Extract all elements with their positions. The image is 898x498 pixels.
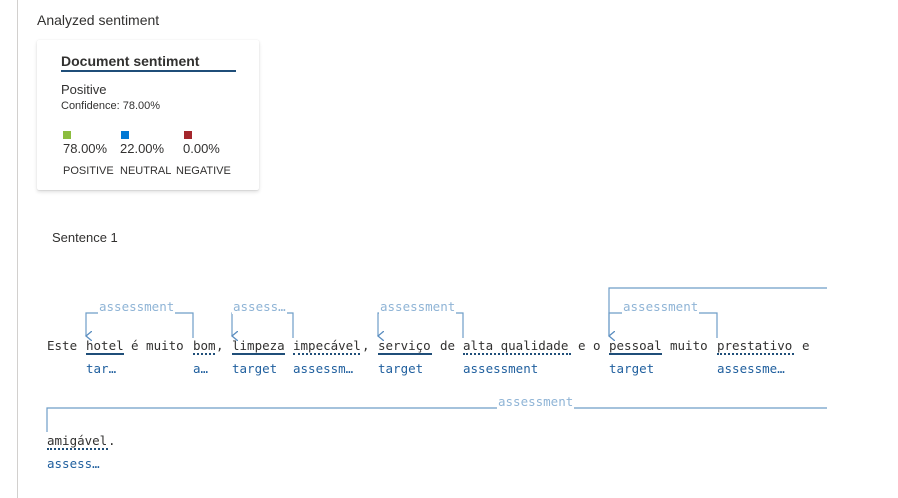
token-limpeza[interactable]: limpeza xyxy=(232,338,285,353)
relation-arc-pessoal-amigavel xyxy=(608,287,827,336)
target-underline-limpeza xyxy=(232,353,285,355)
token-de: de xyxy=(440,338,456,353)
sentiment-label: Positive xyxy=(61,82,107,97)
relation-arc-hotel-bom xyxy=(86,312,194,338)
token-period: . xyxy=(108,433,116,448)
token-amigavel[interactable]: amigável xyxy=(47,433,108,448)
left-divider xyxy=(17,0,18,498)
target-underline-pessoal xyxy=(609,353,662,355)
assessment-underline-bom xyxy=(193,353,215,355)
arc-label-1: assessment xyxy=(98,300,176,314)
token-pessoal[interactable]: pessoal xyxy=(609,338,662,353)
token-hotel[interactable]: hotel xyxy=(86,338,124,353)
confidence-text: Confidence: 78.00% xyxy=(61,100,161,112)
card-title-underline xyxy=(61,70,236,72)
document-sentiment-card: Document sentiment Positive Confidence: … xyxy=(37,40,259,190)
neutral-swatch-icon xyxy=(121,131,129,139)
target-underline-hotel xyxy=(86,353,124,355)
target-underline-servico xyxy=(378,353,432,355)
positive-caption: POSITIVE xyxy=(63,165,114,177)
positive-swatch-icon xyxy=(63,131,71,139)
token-comma-1: , xyxy=(216,338,224,353)
tag-pessoal: target xyxy=(609,362,655,376)
token-bom[interactable]: bom xyxy=(193,338,216,353)
card-title: Document sentiment xyxy=(61,53,200,69)
token-prestativo[interactable]: prestativo xyxy=(717,338,793,353)
token-comma-2: , xyxy=(362,338,370,353)
tag-alta-qualidade: assessment xyxy=(463,362,539,376)
positive-score: 78.00% xyxy=(63,141,108,156)
assessment-underline-prestativo xyxy=(717,353,794,355)
relation-arc-amigavel-line2 xyxy=(46,407,827,432)
negative-score: 0.00% xyxy=(183,141,220,156)
assessment-underline-impecavel xyxy=(293,353,360,355)
token-e-muito: é muito xyxy=(131,338,184,353)
assessment-underline-amigavel xyxy=(47,448,108,450)
tag-impecavel: assessm… xyxy=(293,362,354,376)
token-este: Este xyxy=(47,338,78,353)
negative-swatch-icon xyxy=(184,131,192,139)
sentence-label: Sentence 1 xyxy=(52,230,118,245)
tag-bom: a… xyxy=(193,362,209,376)
relation-arc-limpeza-impecavel xyxy=(232,312,294,338)
token-e: e xyxy=(802,338,810,353)
arc-label-3: assessment xyxy=(379,300,457,314)
neutral-caption: NEUTRAL xyxy=(120,165,172,177)
token-e-o: e o xyxy=(578,338,601,353)
arc-label-4: assessment xyxy=(622,300,700,314)
neutral-score: 22.00% xyxy=(120,141,165,156)
token-servico[interactable]: serviço xyxy=(378,338,431,353)
arc-label-2: assess… xyxy=(232,300,287,314)
token-alta-qualidade[interactable]: alta qualidade xyxy=(463,338,569,353)
tag-limpeza: target xyxy=(232,362,278,376)
tag-amigavel: assess… xyxy=(47,457,100,471)
relation-arc-servico-qualidade xyxy=(378,312,464,338)
negative-caption: NEGATIVE xyxy=(176,165,231,177)
tag-servico: target xyxy=(378,362,424,376)
arc-label-5: assessment xyxy=(497,395,575,409)
token-impecavel[interactable]: impecável xyxy=(293,338,361,353)
relation-arc-pessoal-prestativo xyxy=(609,312,718,338)
assessment-underline-alta-qualidade xyxy=(463,353,571,355)
tag-hotel: tar… xyxy=(86,362,117,376)
token-muito: muito xyxy=(670,338,708,353)
tag-prestativo: assessme… xyxy=(717,362,785,376)
section-title: Analyzed sentiment xyxy=(37,12,160,28)
